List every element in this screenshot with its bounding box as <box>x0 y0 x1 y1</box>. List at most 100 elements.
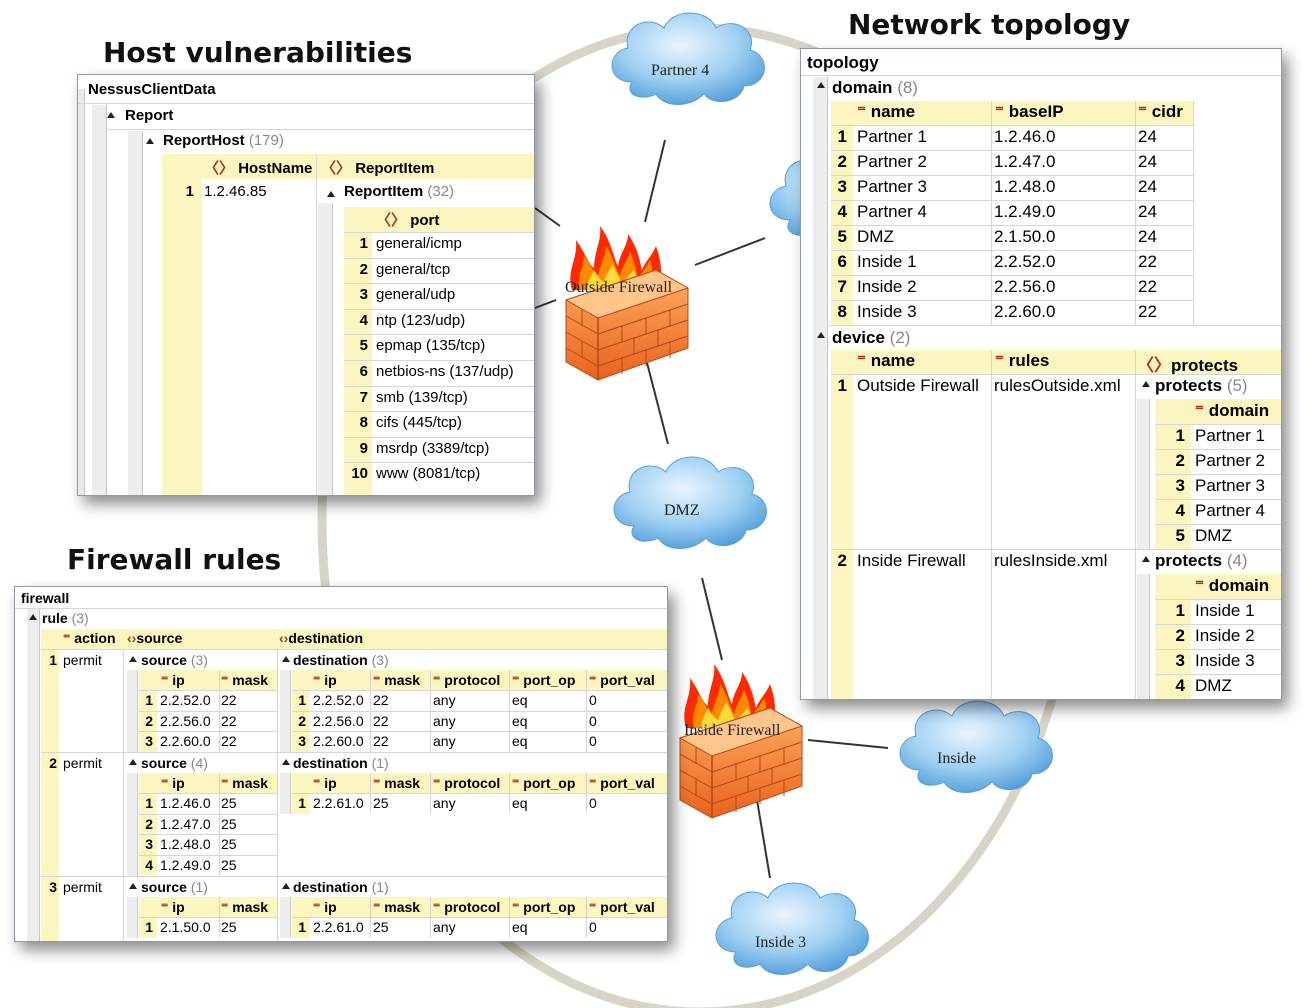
column-cidr[interactable]: ⁼ cidr <box>1138 102 1183 121</box>
column-protocol[interactable]: ⁼ protocol <box>433 672 501 688</box>
port-index: 1 <box>359 235 368 252</box>
column-destination[interactable]: ‹›destination <box>279 630 363 646</box>
column-port-val[interactable]: ⁼ port_val <box>589 775 655 791</box>
source-index: 1 <box>145 692 153 708</box>
column-ip[interactable]: ⁼ ip <box>161 672 185 688</box>
node-topology[interactable]: topology <box>807 53 879 72</box>
node-reportitem[interactable]: ReportItem (32) <box>344 183 455 200</box>
domain-baseip: 2.2.56.0 <box>994 277 1056 296</box>
dest-port-val: 0 <box>589 712 597 729</box>
scrollbar-left[interactable] <box>78 89 85 495</box>
source-ip: 1.2.46.0 <box>160 795 211 811</box>
column-source[interactable]: ‹›source <box>127 630 183 646</box>
collapse-icon[interactable] <box>817 332 825 338</box>
column-port-op[interactable]: ⁼ port_op <box>512 775 576 791</box>
node-destination[interactable]: destination (1) <box>293 755 389 771</box>
column-port-op[interactable]: ⁼ port_op <box>512 672 576 688</box>
dest-port-val: 0 <box>589 692 597 708</box>
host-vulnerabilities-panel: NessusClientData Report ReportHost (179)… <box>77 74 535 496</box>
column-ip[interactable]: ⁼ ip <box>313 899 337 915</box>
column-mask[interactable]: ⁼ mask <box>373 899 421 915</box>
node-nessusclientdata[interactable]: NessusClientData <box>88 81 216 98</box>
node-destination[interactable]: destination (1) <box>293 879 389 895</box>
column-reportitem[interactable]: 〈〉 ReportItem <box>321 160 435 177</box>
port-value: netbios-ns (137/udp) <box>376 363 514 380</box>
column-device-name[interactable]: ⁼ name <box>857 351 916 370</box>
column-protects[interactable]: 〈〉protects <box>1137 356 1239 375</box>
protects-domain: DMZ <box>1195 676 1232 695</box>
node-report[interactable]: Report <box>125 107 174 124</box>
node-destination[interactable]: destination (3) <box>293 652 389 668</box>
column-mask[interactable]: ⁼ mask <box>221 775 269 791</box>
collapse-icon[interactable] <box>107 112 115 118</box>
column-baseip[interactable]: ⁼ baseIP <box>995 102 1064 121</box>
collapse-icon[interactable] <box>1142 381 1150 387</box>
node-source[interactable]: source (1) <box>141 879 208 895</box>
row-index: 1 <box>185 183 194 200</box>
column-mask[interactable]: ⁼ mask <box>221 899 269 915</box>
collapse-icon[interactable] <box>817 82 825 88</box>
column-port-val[interactable]: ⁼ port_val <box>589 899 655 915</box>
protects-domain: Partner 3 <box>1195 476 1265 495</box>
dest-port-op: eq <box>512 795 528 811</box>
domain-cidr: 24 <box>1138 152 1157 171</box>
node-protects[interactable]: protects (5) <box>1155 376 1248 395</box>
column-ip[interactable]: ⁼ ip <box>161 775 185 791</box>
collapse-icon[interactable] <box>29 614 37 620</box>
node-firewall[interactable]: firewall <box>21 590 70 606</box>
collapse-icon[interactable] <box>129 883 137 889</box>
column-domain[interactable]: ⁼ domain <box>1195 401 1270 420</box>
source-mask: 22 <box>221 692 237 708</box>
column-domain[interactable]: ⁼ domain <box>1195 576 1270 595</box>
node-source[interactable]: source (4) <box>141 755 208 771</box>
column-rules[interactable]: ⁼ rules <box>995 351 1050 370</box>
collapse-icon[interactable] <box>282 656 290 662</box>
node-source[interactable]: source (3) <box>141 652 208 668</box>
node-reporthost[interactable]: ReportHost (179) <box>163 132 284 149</box>
column-port-val[interactable]: ⁼ port_val <box>589 672 655 688</box>
node-domain[interactable]: domain (8) <box>832 78 918 97</box>
column-action[interactable]: ⁼ action <box>63 630 116 646</box>
heading-host-vulnerabilities: Host vulnerabilities <box>103 36 413 69</box>
collapse-icon[interactable] <box>327 191 335 197</box>
domain-cidr: 24 <box>1138 202 1157 221</box>
column-mask[interactable]: ⁼ mask <box>221 672 269 688</box>
collapse-icon[interactable] <box>129 656 137 662</box>
protects-index: 2 <box>1175 626 1185 645</box>
node-device[interactable]: device (2) <box>832 328 911 347</box>
column-protocol[interactable]: ⁼ protocol <box>433 775 501 791</box>
column-ip[interactable]: ⁼ ip <box>313 672 337 688</box>
column-mask[interactable]: ⁼ mask <box>373 672 421 688</box>
collapse-icon[interactable] <box>146 138 154 144</box>
collapse-icon[interactable] <box>282 759 290 765</box>
protects-domain: Inside 3 <box>1195 651 1255 670</box>
column-ip[interactable]: ⁼ ip <box>313 775 337 791</box>
dest-mask: 22 <box>373 692 389 708</box>
column-port-op[interactable]: ⁼ port_op <box>512 899 576 915</box>
node-protects[interactable]: protects (4) <box>1155 551 1248 570</box>
collapse-icon[interactable] <box>282 883 290 889</box>
node-label-inside3: Inside 3 <box>755 934 807 951</box>
inside-cloud-icon <box>899 700 1053 793</box>
node-rule[interactable]: rule (3) <box>42 610 89 626</box>
collapse-icon[interactable] <box>1142 556 1150 562</box>
protects-domain: Inside 2 <box>1195 626 1255 645</box>
inside-firewall-icon <box>679 664 803 819</box>
node-label-partner4: Partner 4 <box>651 62 710 79</box>
column-name[interactable]: ⁼ name <box>857 102 916 121</box>
column-ip[interactable]: ⁼ ip <box>161 899 185 915</box>
column-mask[interactable]: ⁼ mask <box>373 775 421 791</box>
column-hostname[interactable]: 〈〉 HostName <box>204 160 313 177</box>
collapse-icon[interactable] <box>129 759 137 765</box>
column-port[interactable]: 〈〉 port <box>376 212 440 229</box>
column-protocol[interactable]: ⁼ protocol <box>433 899 501 915</box>
dest-port-val: 0 <box>589 795 597 811</box>
